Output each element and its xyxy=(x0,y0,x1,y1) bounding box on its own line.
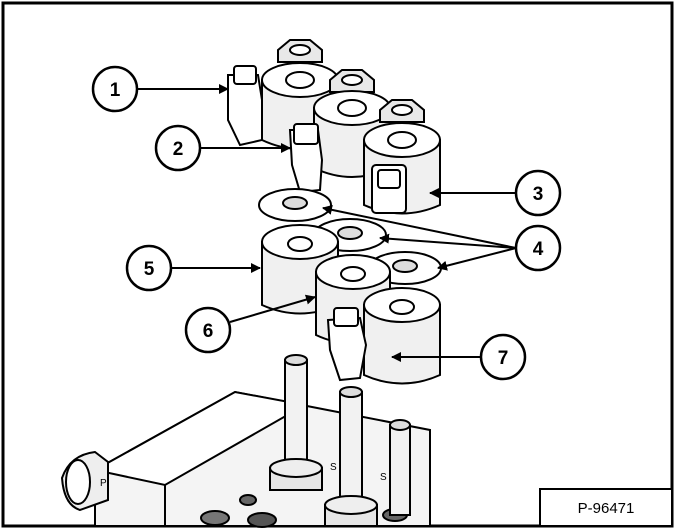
leader-arrow-4c xyxy=(437,247,517,271)
leader-arrow-6 xyxy=(229,294,316,323)
callout-1-label: 1 xyxy=(110,80,121,101)
reference-code-box: P-96471 xyxy=(539,488,673,527)
washer-1 xyxy=(258,188,332,222)
top-coil-3 xyxy=(363,99,441,215)
callout-3-label: 3 xyxy=(533,184,544,205)
svg-text:S: S xyxy=(380,472,387,483)
lower-coil-5 xyxy=(261,224,339,315)
callout-7-label: 7 xyxy=(498,348,509,369)
callout-5-label: 5 xyxy=(144,259,155,280)
callout-7: 7 xyxy=(479,333,527,381)
svg-text:S: S xyxy=(330,462,337,473)
svg-text:P: P xyxy=(100,478,107,489)
valve-stem-3 xyxy=(389,419,411,516)
valve-stem-1 xyxy=(269,354,323,491)
callout-1: 1 xyxy=(91,65,139,113)
leader-arrow-4a xyxy=(322,204,517,249)
callout-6: 6 xyxy=(184,306,232,354)
reference-code: P-96471 xyxy=(578,500,635,517)
callout-3: 3 xyxy=(514,169,562,217)
lower-coil-7 xyxy=(326,287,441,385)
callout-6-label: 6 xyxy=(203,321,214,342)
callout-5: 5 xyxy=(125,244,173,292)
callout-2-label: 2 xyxy=(173,139,184,160)
callout-4: 4 xyxy=(514,224,562,272)
callout-4-label: 4 xyxy=(533,239,544,260)
callout-2: 2 xyxy=(154,124,202,172)
leader-arrows xyxy=(137,84,517,362)
valve-stem-2 xyxy=(324,386,378,527)
leader-arrow-4b xyxy=(379,233,517,249)
